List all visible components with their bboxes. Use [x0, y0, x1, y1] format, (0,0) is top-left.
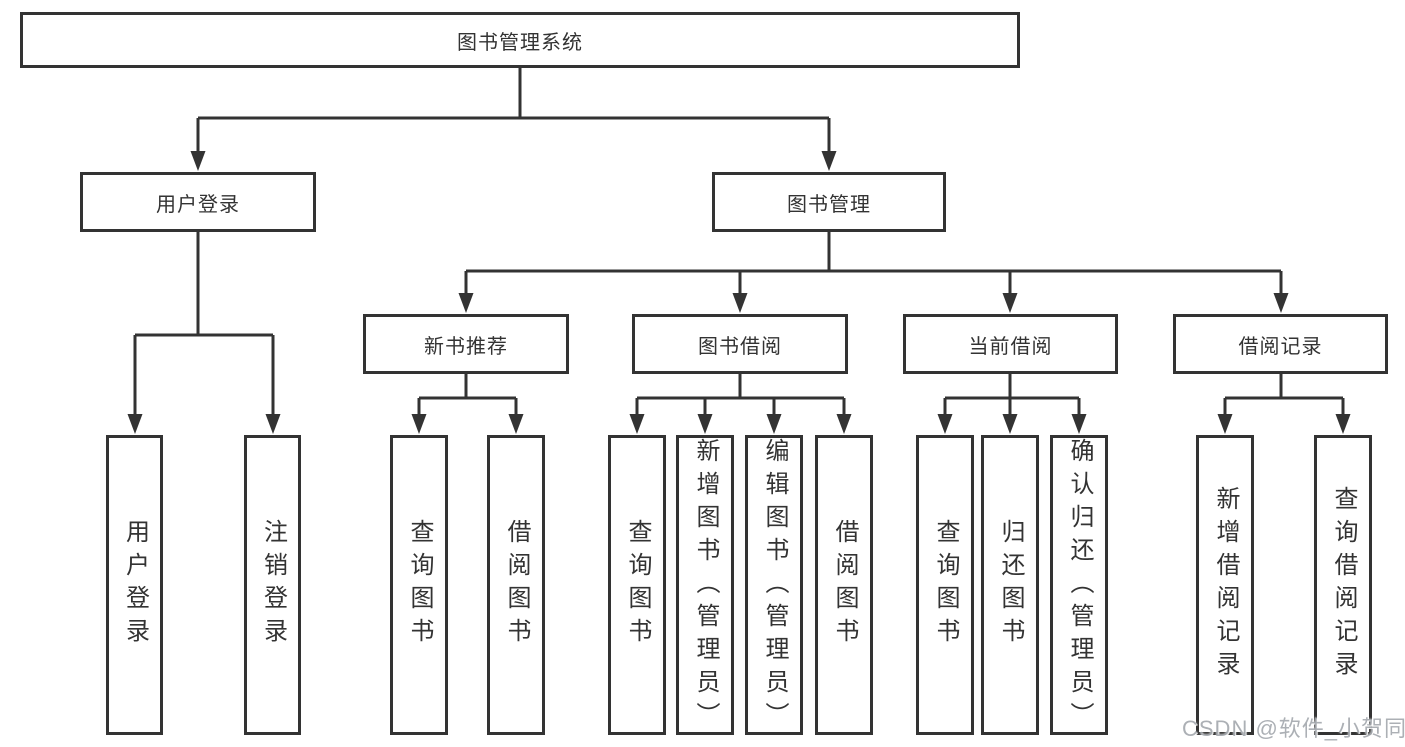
- leaf-add-borrow-record: 新增借阅记录: [1196, 435, 1254, 735]
- connector-root-to-level2: [190, 68, 837, 171]
- leaf-borrow-books: 借阅图书: [815, 435, 873, 735]
- connector-current-borrow-children: [937, 374, 1087, 434]
- leaf-borrow-books-recommend: 借阅图书: [487, 435, 545, 735]
- connector-user-login-children: [127, 232, 281, 434]
- leaf-query-books-current: 查询图书: [916, 435, 974, 735]
- leaf-confirm-return-admin: 确认归还（管理员）: [1050, 435, 1108, 735]
- csdn-watermark: CSDN @软件_小贺同学: [1182, 716, 1405, 741]
- leaf-query-books-recommend: 查询图书: [390, 435, 448, 735]
- connector-borrow-records-children: [1217, 374, 1351, 434]
- leaf-edit-book-admin: 编辑图书（管理员）: [745, 435, 803, 735]
- node-current-borrow: 当前借阅: [903, 314, 1118, 374]
- leaf-query-borrow-record: 查询借阅记录: [1314, 435, 1372, 735]
- connector-new-book-recommend-children: [411, 374, 524, 434]
- node-new-book-recommend: 新书推荐: [363, 314, 569, 374]
- connector-book-borrow-children: [629, 374, 852, 434]
- leaf-logout: 注销登录: [244, 435, 301, 735]
- node-borrow-records: 借阅记录: [1173, 314, 1388, 374]
- leaf-return-books: 归还图书: [981, 435, 1039, 735]
- node-book-borrow: 图书借阅: [632, 314, 848, 374]
- leaf-user-login: 用户登录: [106, 435, 163, 735]
- node-root-library-system: 图书管理系统: [20, 12, 1020, 68]
- leaf-query-books-borrow: 查询图书: [608, 435, 666, 735]
- node-user-login: 用户登录: [80, 172, 316, 232]
- node-book-management: 图书管理: [712, 172, 946, 232]
- connector-book-management-children: [458, 232, 1289, 313]
- leaf-add-book-admin: 新增图书（管理员）: [676, 435, 734, 735]
